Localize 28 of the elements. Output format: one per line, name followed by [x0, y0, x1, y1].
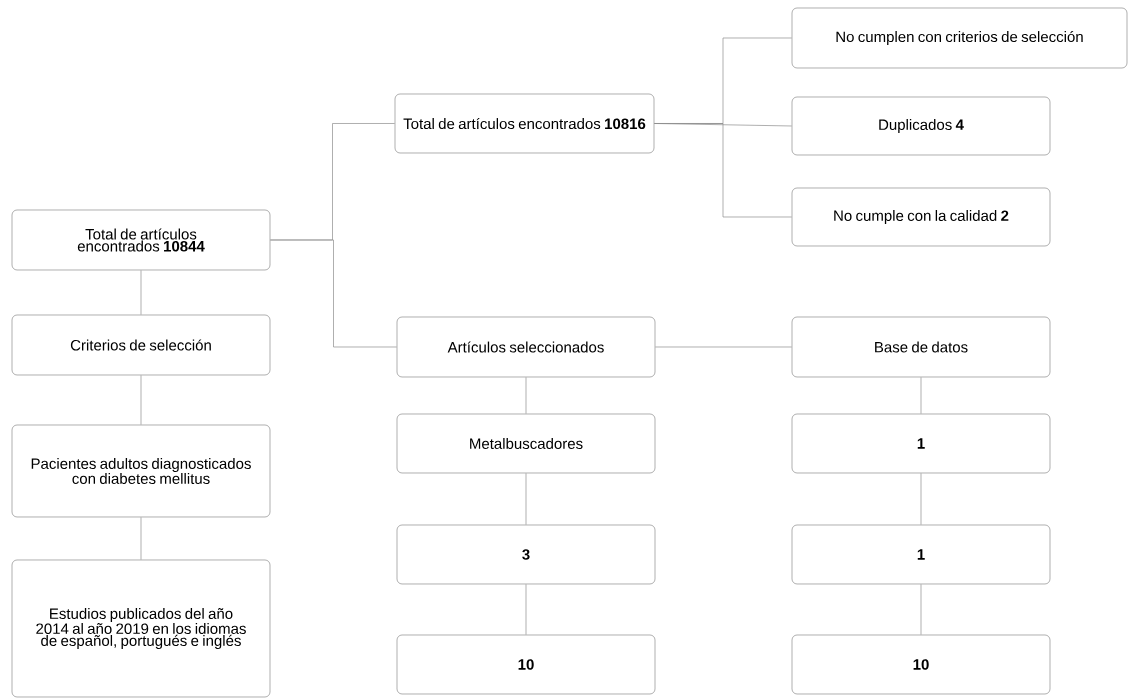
process-box: Total de artículos encontrados 10816: [394, 93, 655, 154]
process-box: 10: [791, 634, 1051, 695]
process-box: Pacientes adultos diagnosticados con diabetes mellitus: [11, 424, 271, 518]
connector-line: [920, 377, 922, 414]
connector-line: [140, 375, 142, 425]
process-box: Metalbuscadores: [396, 413, 656, 474]
process-box: 10: [396, 634, 656, 695]
connector-line: [525, 584, 527, 635]
connector-line: [525, 473, 527, 525]
connector-line: [920, 584, 922, 635]
process-box: Duplicados 4: [791, 96, 1051, 156]
connector-line: [920, 473, 922, 525]
connector-line: [654, 123, 792, 218]
process-box: Base de datos: [791, 316, 1051, 378]
connector-line: [140, 270, 142, 315]
process-box: 3: [396, 524, 656, 585]
process-box: Artículos seleccionados: [396, 316, 656, 378]
process-box: Estudios publicados del año 2014 al año 2019 en los idiomas de español, portugués e inglés: [11, 559, 271, 698]
process-box: Criterios de selección: [11, 314, 271, 376]
process-box: Total de artículos encontrados 10844: [11, 209, 271, 271]
process-box: No cumplen con criterios de selección: [791, 7, 1128, 69]
process-box: 1: [791, 413, 1051, 474]
connector-line: [270, 239, 397, 348]
connector-line: [655, 346, 792, 348]
process-box: 1: [791, 524, 1051, 585]
connector-line: [140, 517, 142, 560]
connector-line: [525, 377, 527, 414]
process-box: No cumple con la calidad 2: [791, 187, 1051, 247]
